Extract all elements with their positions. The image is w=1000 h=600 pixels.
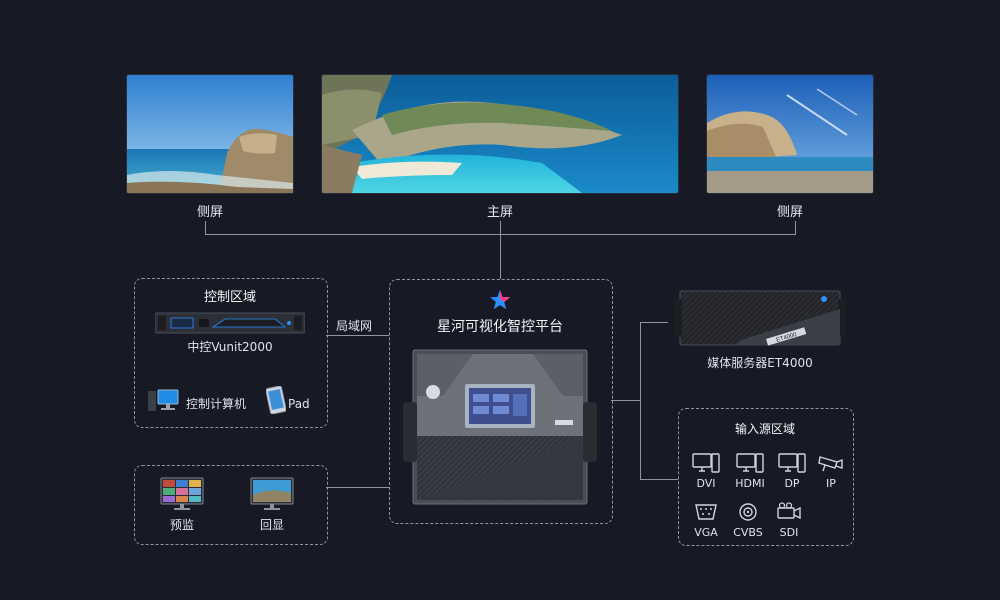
screen-connector-left-vertical — [205, 221, 206, 234]
playback-monitor-icon — [250, 477, 294, 515]
source-hdmi-label: HDMI — [735, 477, 765, 490]
media-server-label: 媒体服务器ET4000 — [707, 356, 813, 370]
pad-label: Pad — [288, 397, 310, 411]
lan-connector-line — [326, 335, 389, 336]
source-dvi: DVI — [683, 453, 729, 490]
input-area-connector — [640, 479, 678, 480]
screen-connector-horizontal — [205, 234, 796, 235]
left-side-screen — [127, 75, 293, 193]
vunit-device-label: 中控Vunit2000 — [187, 340, 273, 354]
source-vga: VGA — [683, 502, 729, 539]
source-cvbs-label: CVBS — [733, 526, 763, 539]
main-screen-label: 主屏 — [486, 205, 513, 220]
preview-area-box — [134, 465, 328, 545]
playback-label: 回显 — [259, 518, 284, 532]
platform-box — [389, 279, 613, 524]
platform-right-stub — [611, 400, 640, 401]
source-sdi-label: SDI — [779, 526, 799, 539]
source-dvi-label: DVI — [696, 477, 716, 490]
source-dp: DP — [769, 453, 815, 490]
ip-camera-icon — [818, 456, 843, 472]
source-sdi: SDI — [766, 502, 812, 539]
media-server-image: ET4000 — [674, 289, 846, 351]
platform-title: 星河可视化智控平台 — [437, 319, 563, 335]
monitor-pc-icon — [692, 453, 720, 473]
preview-label: 预监 — [169, 518, 194, 532]
preview-monitor-icon — [160, 477, 204, 515]
screen-connector-center-vertical — [500, 221, 501, 279]
preview-connector-line — [326, 487, 389, 488]
control-area-title: 控制区域 — [203, 290, 256, 305]
pad-icon — [265, 385, 287, 418]
lan-label: 局域网 — [336, 319, 373, 333]
main-screen — [322, 75, 678, 193]
source-hdmi: HDMI — [727, 453, 773, 490]
control-area-box — [134, 278, 328, 428]
right-side-screen — [707, 75, 873, 193]
platform-chassis-image — [403, 346, 597, 512]
right-bus-vertical — [640, 322, 641, 480]
source-ip: IP — [808, 453, 854, 490]
monitor-pc-icon — [778, 453, 806, 473]
source-ip-label: IP — [826, 477, 836, 490]
vunit-device-image — [154, 311, 306, 339]
input-area-title: 输入源区域 — [734, 422, 795, 436]
computer-icon — [148, 388, 180, 418]
star-logo-icon — [489, 289, 511, 315]
source-cvbs: CVBS — [725, 502, 771, 539]
cvbs-connector-icon — [739, 503, 757, 521]
computer-label: 控制计算机 — [186, 397, 247, 411]
source-dp-label: DP — [784, 477, 800, 490]
sdi-camera-icon — [777, 502, 801, 520]
right-screen-label: 侧屏 — [776, 205, 803, 220]
left-screen-label: 侧屏 — [196, 205, 223, 220]
input-area-box — [678, 408, 854, 546]
vga-connector-icon — [695, 504, 717, 520]
monitor-pc-icon — [736, 453, 764, 473]
media-server-connector — [640, 322, 668, 323]
source-vga-label: VGA — [694, 526, 718, 539]
screen-connector-right-vertical — [795, 221, 796, 234]
